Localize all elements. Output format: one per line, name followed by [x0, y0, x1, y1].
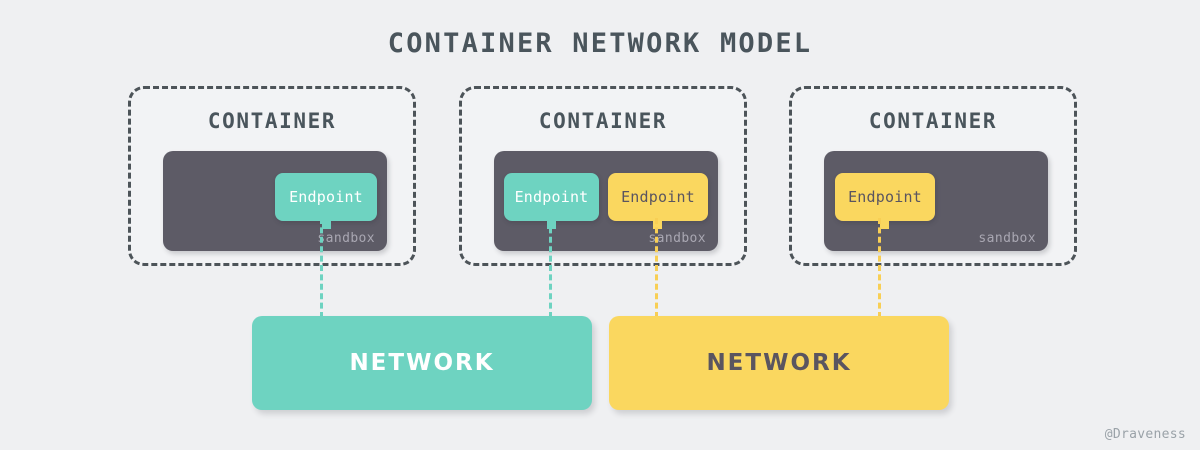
connector-endpoint2a-to-teal-network — [549, 218, 552, 318]
sandbox-label-1: sandbox — [317, 231, 375, 246]
connector-endpoint3-to-yellow-network — [878, 218, 881, 318]
sandbox-label-2: sandbox — [648, 231, 706, 246]
page-title: CONTAINER NETWORK MODEL — [387, 28, 813, 59]
endpoint-chip-1-1[interactable]: Endpoint — [275, 173, 377, 221]
watermark: @Draveness — [1104, 427, 1186, 442]
endpoint-connector-nub-3-1 — [880, 221, 889, 229]
endpoint-chip-2-2[interactable]: Endpoint — [608, 173, 708, 221]
endpoint-label: Endpoint — [289, 188, 363, 206]
endpoint-connector-nub-1-1 — [322, 221, 331, 229]
endpoint-chip-3-1[interactable]: Endpoint — [835, 173, 935, 221]
endpoint-label: Endpoint — [621, 188, 695, 206]
connector-endpoint1-to-teal-network — [320, 218, 323, 318]
endpoint-label: Endpoint — [514, 188, 589, 206]
container-box-2: CONTAINER Endpoint Endpoint sandbox — [459, 86, 747, 266]
container-box-3: CONTAINER Endpoint sandbox — [789, 86, 1077, 266]
container-box-1: CONTAINER Endpoint sandbox — [128, 86, 416, 266]
sandbox-box-3: Endpoint sandbox — [824, 151, 1048, 251]
container-label-2: CONTAINER — [538, 109, 668, 133]
sandbox-box-1: Endpoint sandbox — [163, 151, 387, 251]
endpoint-chip-2-1[interactable]: Endpoint — [504, 173, 599, 221]
container-label-1: CONTAINER — [207, 109, 337, 133]
network-label: NETWORK — [349, 350, 495, 376]
network-label: NETWORK — [706, 350, 852, 376]
sandbox-label-3: sandbox — [978, 231, 1036, 246]
connector-endpoint2b-to-yellow-network — [655, 218, 658, 318]
sandbox-box-2: Endpoint Endpoint sandbox — [494, 151, 718, 251]
network-box-teal[interactable]: NETWORK — [252, 316, 592, 410]
endpoint-label: Endpoint — [848, 188, 922, 206]
network-box-yellow[interactable]: NETWORK — [609, 316, 949, 410]
container-label-3: CONTAINER — [868, 109, 998, 133]
